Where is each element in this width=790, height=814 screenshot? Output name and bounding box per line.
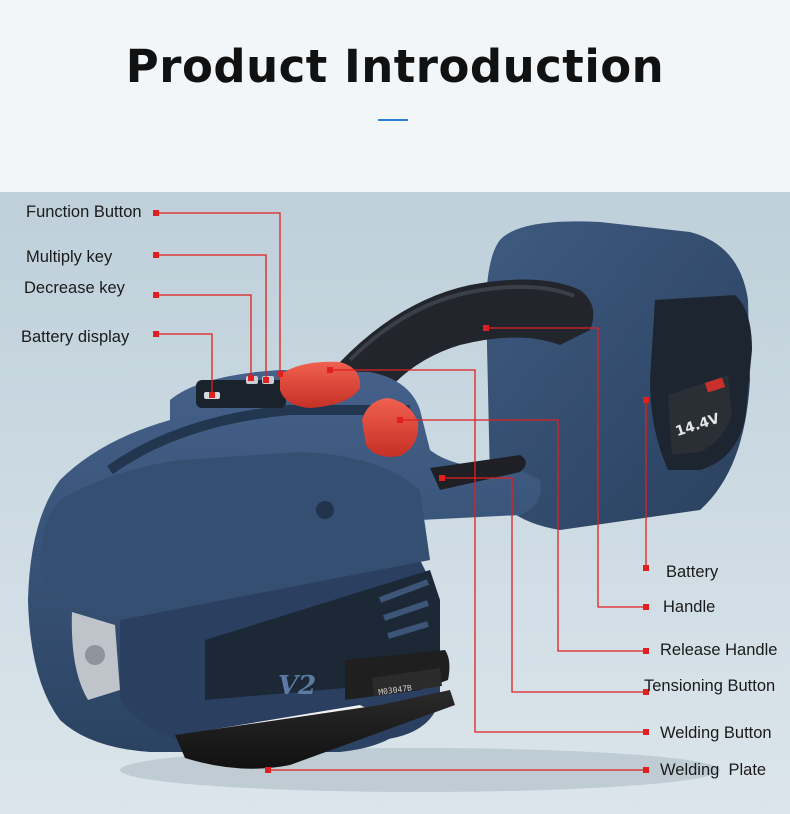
callout-lines-right <box>268 327 647 771</box>
front-vent-1 <box>378 579 430 603</box>
top-shell <box>40 452 430 620</box>
front-vent-2 <box>383 600 429 621</box>
serial-sticker <box>372 668 442 696</box>
label-decrease-key: Decrease key <box>24 279 125 297</box>
welding-button-shape <box>280 361 361 408</box>
model-badge: V2 <box>278 671 316 701</box>
shell-screw-hole <box>316 501 334 519</box>
product-illustration: 14.4V V2 M03 <box>0 192 790 814</box>
strapping-tool-drawing: 14.4V V2 M03 <box>28 210 752 792</box>
welding-plate-shape <box>175 690 455 769</box>
battery-label-panel <box>668 375 732 455</box>
label-tensioning-button: Tensioning Button <box>644 677 776 695</box>
battery-red-tag <box>704 377 726 393</box>
label-release-handle: Release Handle <box>660 641 778 659</box>
label-welding-button: Welding Button <box>660 724 772 742</box>
label-battery: Battery <box>666 563 719 581</box>
side-cap-bolt <box>85 645 105 665</box>
label-welding-plate: Welding Plate <box>660 761 767 779</box>
tensioning-button-shape <box>362 398 419 457</box>
front-vent-3 <box>387 621 429 639</box>
label-multiply-key: Multiply key <box>26 248 113 266</box>
callout-dots <box>153 210 649 773</box>
release-lever <box>430 455 526 490</box>
shell-ridge <box>107 405 410 475</box>
handle-grip-edge <box>348 284 575 362</box>
page-title: Product Introduction <box>125 40 665 93</box>
label-battery-display: Battery display <box>21 328 130 346</box>
callout-lines-left <box>156 212 281 395</box>
label-handle: Handle <box>663 598 716 616</box>
control-panel <box>196 380 286 408</box>
title-underline <box>378 119 408 121</box>
header-section: Product Introduction <box>0 0 790 192</box>
label-function-button: Function Button <box>26 203 142 221</box>
